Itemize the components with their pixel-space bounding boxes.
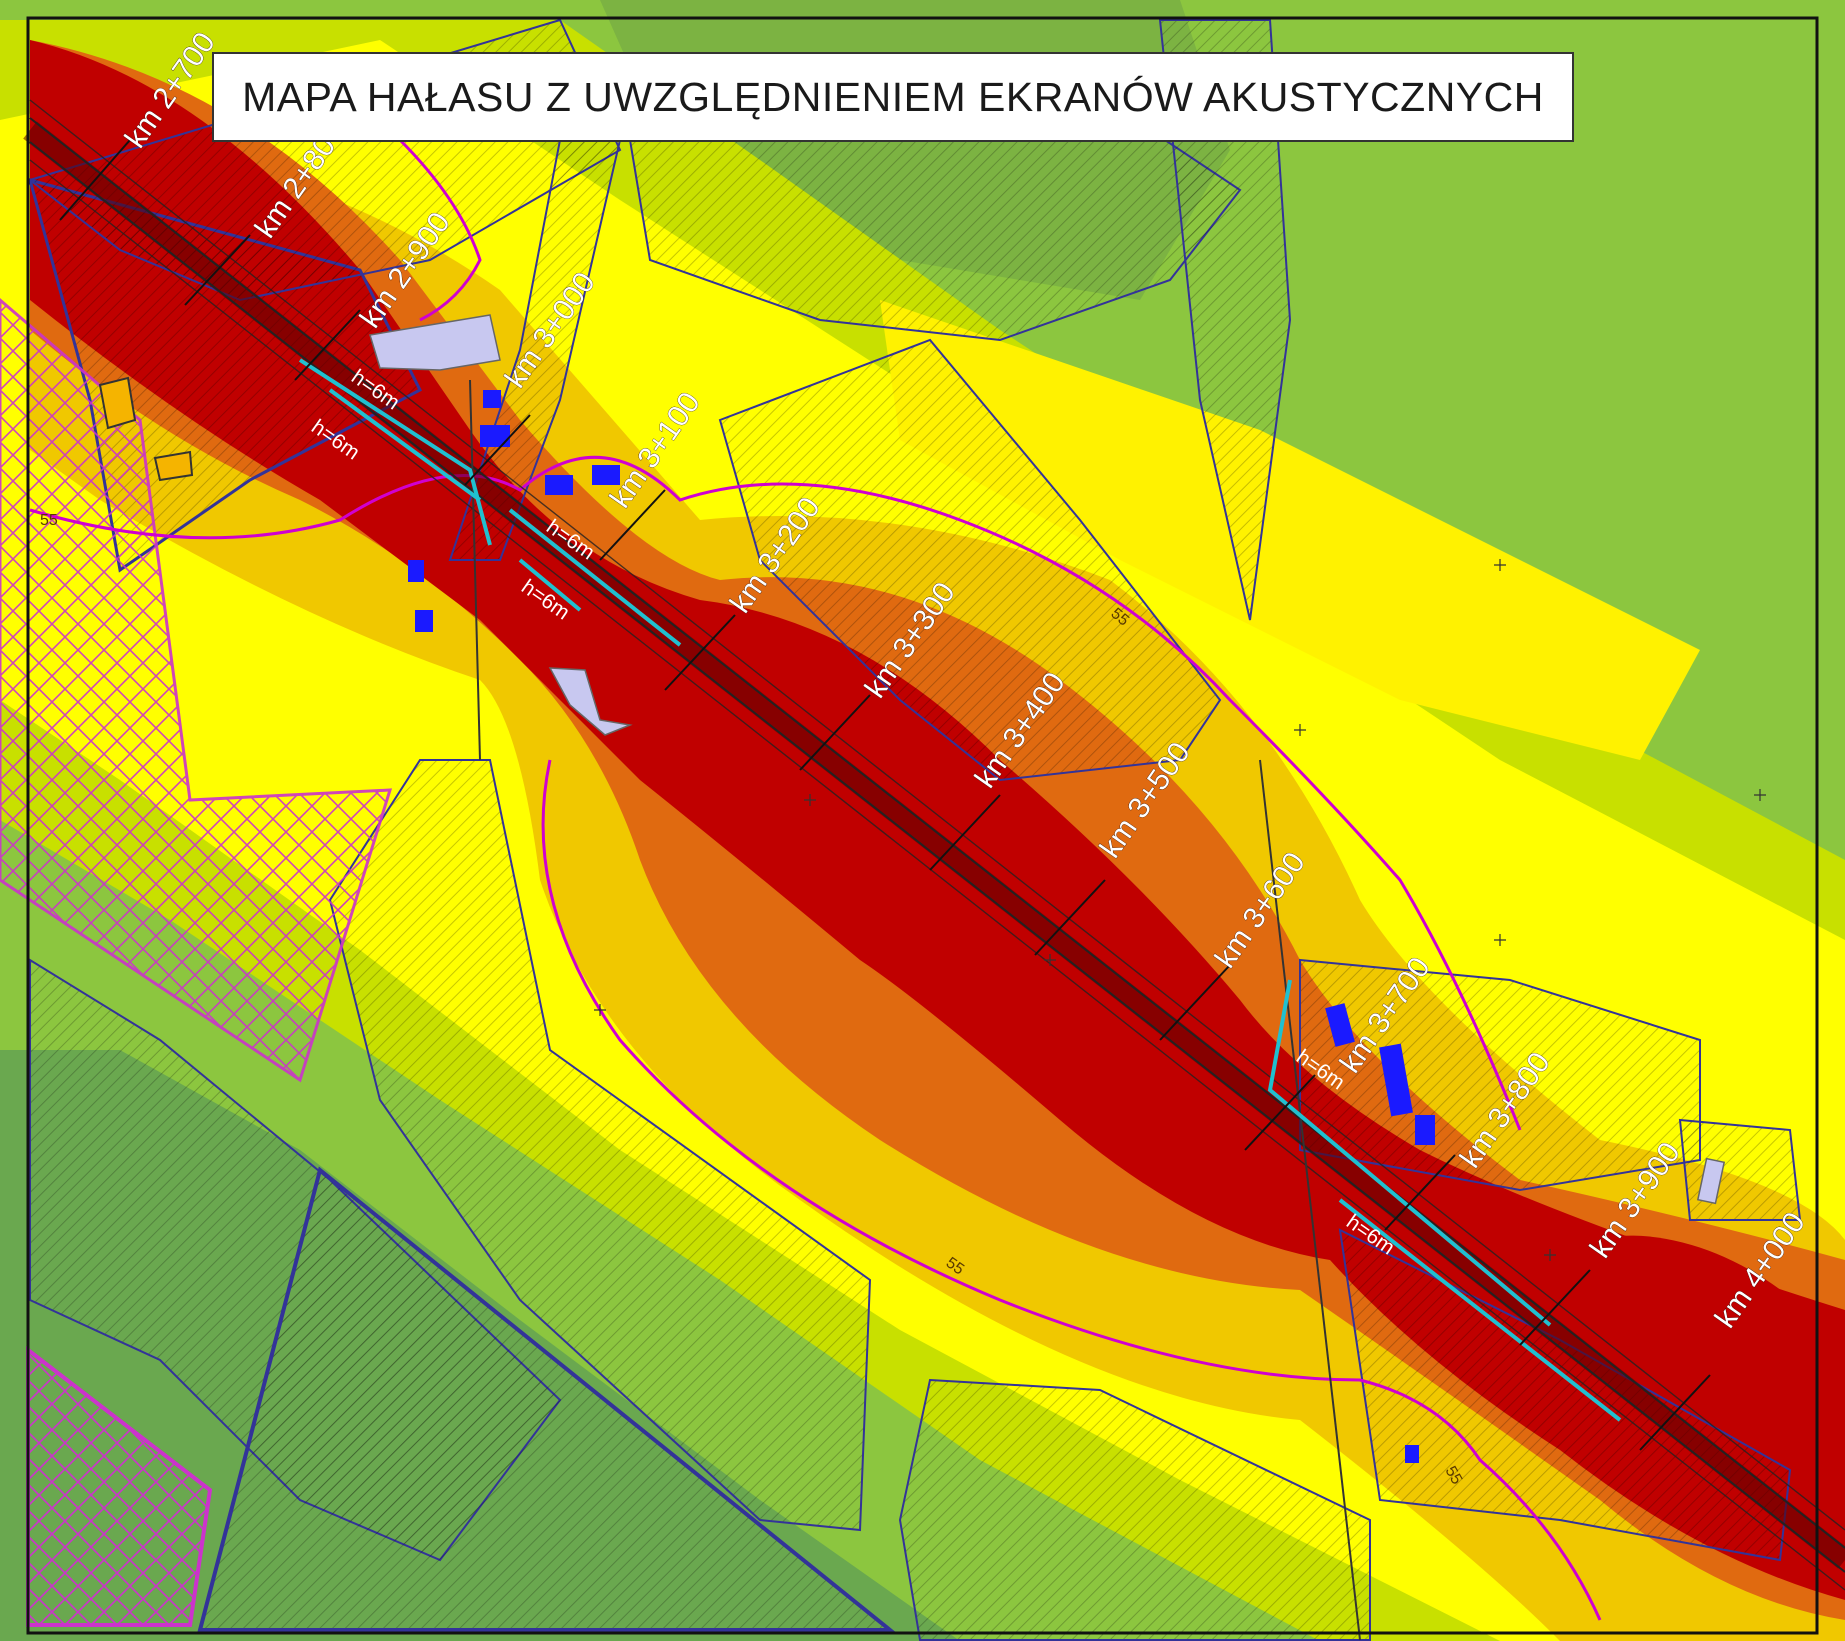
commercial-building — [98, 376, 137, 430]
residential-building — [408, 560, 424, 582]
map-title: MAPA HAŁASU Z UWZGLĘDNIENIEM EKRANÓW AKU… — [212, 52, 1574, 142]
residential-building — [415, 610, 433, 632]
isoline-label: 55 — [1442, 1464, 1466, 1488]
protected-area — [328, 759, 872, 1532]
residential-building — [1405, 1445, 1419, 1463]
protected-area — [718, 338, 1222, 782]
restricted-area-west — [0, 298, 393, 1083]
protected-area — [898, 1378, 1371, 1641]
commercial-building — [153, 450, 194, 482]
other-building — [548, 667, 633, 736]
isoline-55-north — [29, 455, 1522, 1131]
residential-building — [480, 425, 510, 447]
other-building — [369, 314, 501, 371]
isoline-label: 55 — [40, 512, 58, 529]
acoustic-barrier — [508, 508, 682, 647]
protected-area — [1678, 1118, 1802, 1221]
other-building — [1696, 1157, 1726, 1205]
acoustic-barrier — [518, 558, 582, 612]
residential-building — [1325, 1003, 1355, 1047]
residential-building — [545, 475, 573, 495]
zone-55-60-north — [880, 300, 1700, 760]
isoline-55-south — [541, 759, 1602, 1621]
protected-area — [197, 1166, 896, 1632]
map-frame — [26, 16, 1819, 1635]
isoline-55-northwest — [398, 138, 482, 322]
residential-building — [1379, 1043, 1413, 1117]
residential-building — [483, 390, 501, 408]
acoustic-barrier — [298, 358, 492, 546]
acoustic-barrier — [328, 388, 482, 502]
survey-crosses — [594, 559, 1766, 1261]
residential-building — [1415, 1115, 1435, 1145]
acoustic-barrier — [1267, 979, 1552, 1327]
residential-building — [592, 465, 620, 485]
acoustic-barriers — [298, 358, 1622, 1422]
acoustic-barrier — [1338, 1198, 1622, 1422]
protected-areas — [27, 18, 1802, 1641]
chainage-ticks — [59, 139, 1711, 1451]
protected-area — [1158, 19, 1292, 621]
buildings — [98, 314, 1726, 1463]
